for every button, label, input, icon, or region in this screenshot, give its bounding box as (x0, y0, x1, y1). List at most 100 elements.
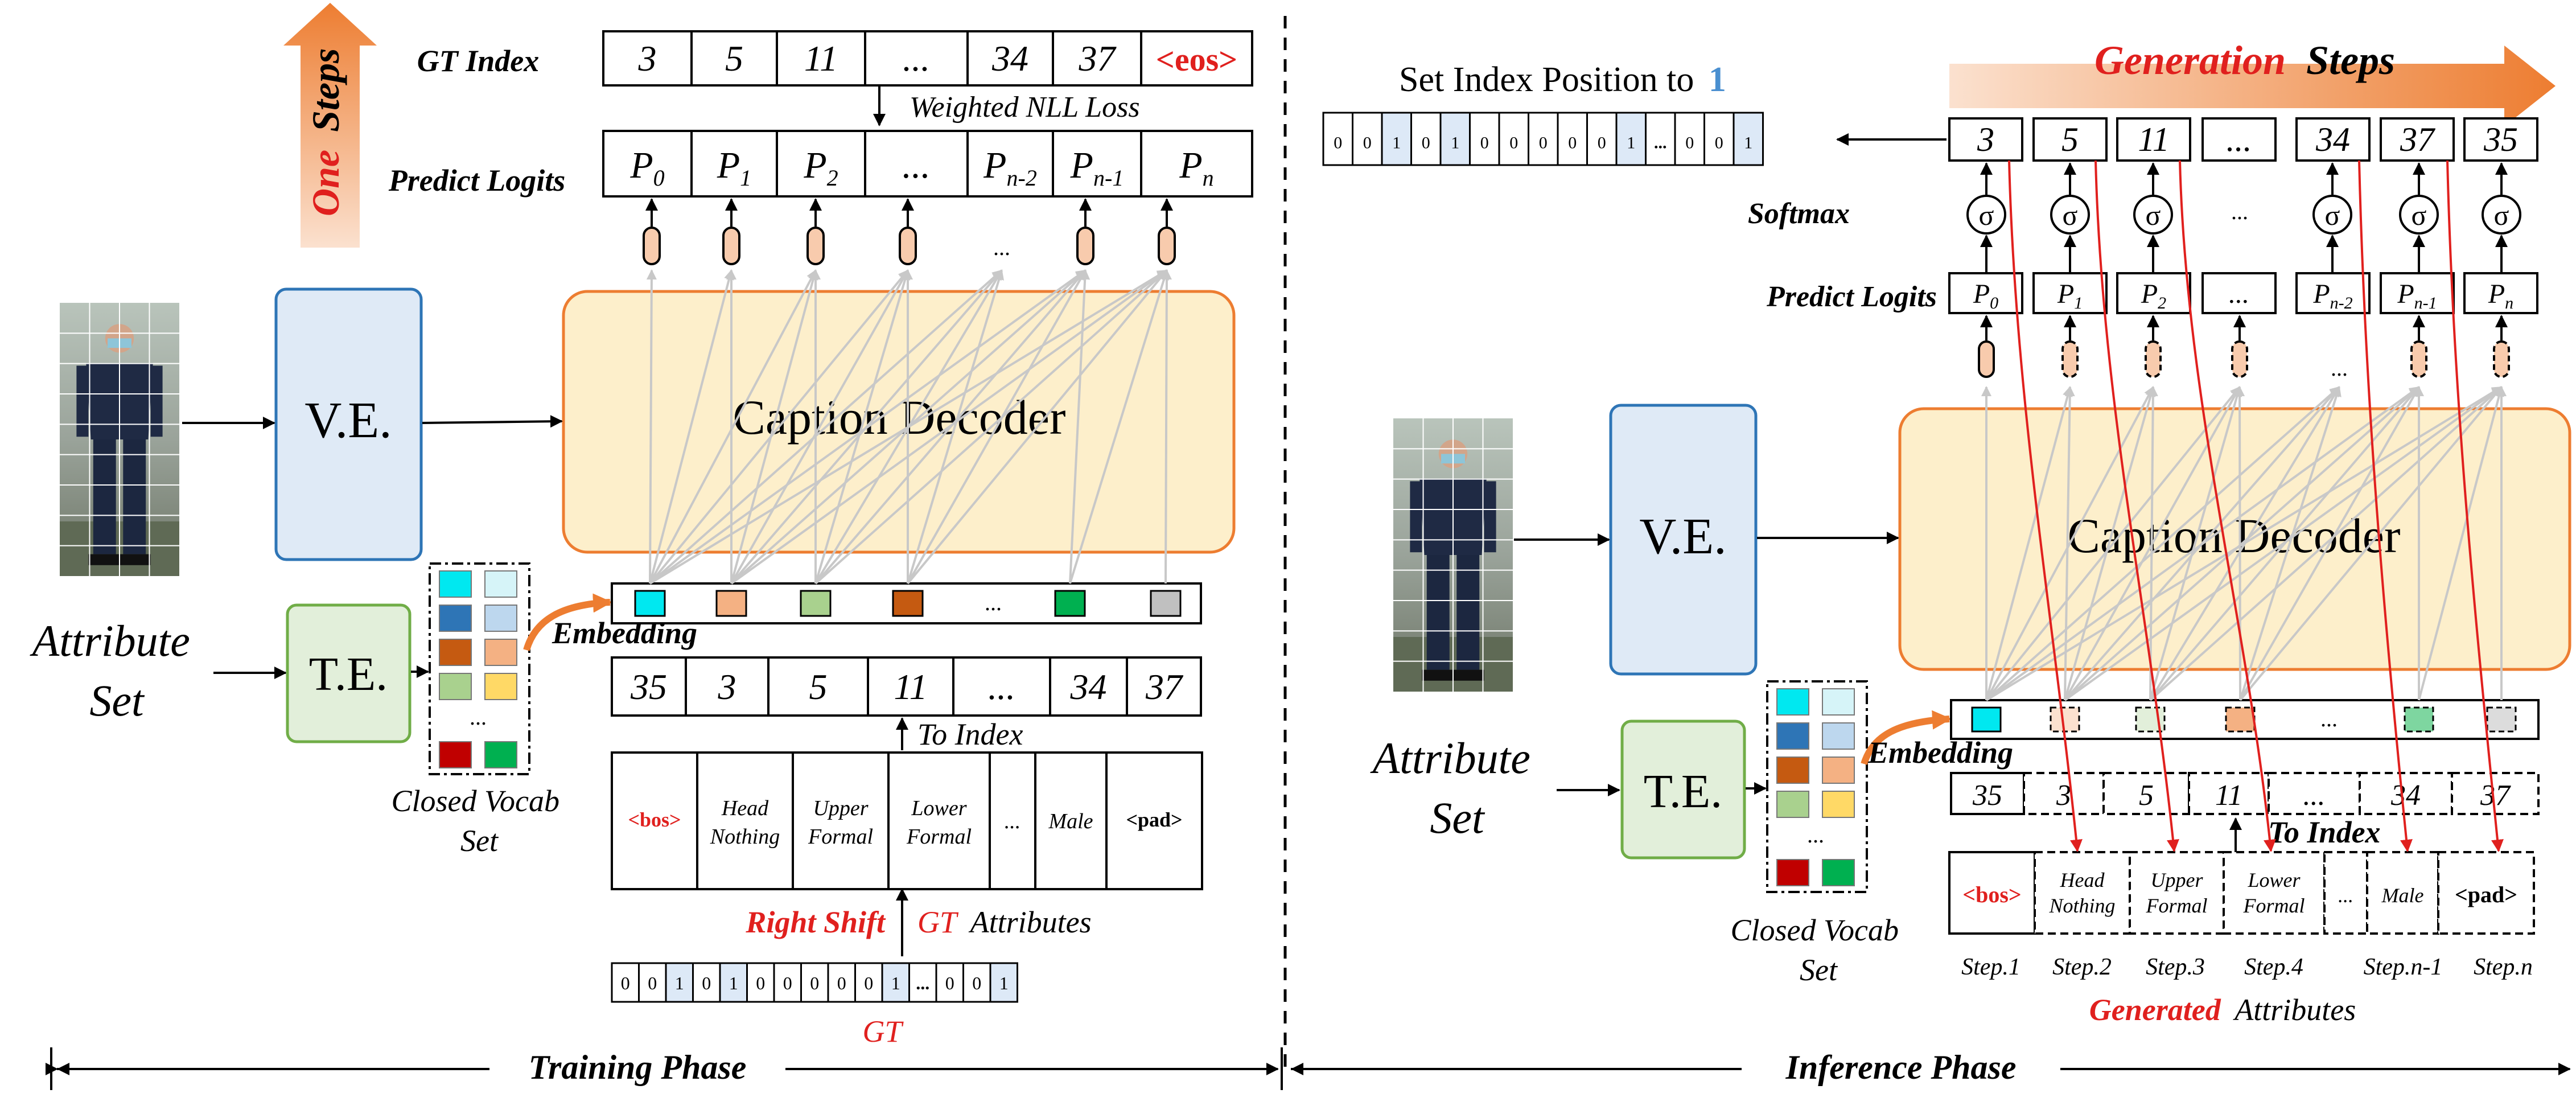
vocab-token (1776, 791, 1809, 818)
person-right-arm (150, 365, 163, 437)
closed-vocab-label-inference: Closed Vocab Set (1731, 913, 1907, 987)
predict-logits-label: Predict Logits (388, 163, 565, 198)
attribute-cell-inference (2323, 851, 2368, 935)
set-index-cell (1381, 112, 1412, 166)
vocab-token (484, 741, 517, 768)
set-index-value: 1 (1744, 134, 1752, 153)
input-index-value: 11 (894, 667, 927, 707)
gt-index-value: 37 (1079, 38, 1117, 79)
embedding-curve (523, 593, 612, 651)
logit-cell-inference (2463, 272, 2538, 314)
vocab-token (439, 673, 472, 700)
logit-cap (806, 227, 825, 265)
logit-value-inference: P0 (1973, 279, 1998, 313)
closed-vocab-grid: ... (439, 570, 517, 768)
step-label: Step.n (2474, 954, 2533, 980)
logit-cell (1052, 130, 1142, 198)
sigma-symbol: σ (2146, 199, 2161, 231)
caps-ellipsis-inference: ... (2331, 355, 2348, 381)
logit-cap (722, 227, 740, 265)
gt-binary-cell (800, 962, 829, 1003)
generated-index-cell (2201, 117, 2277, 162)
set-index-cell (1498, 112, 1529, 166)
gt-binary-value: 1 (675, 973, 684, 993)
generated-index-cell (2032, 117, 2108, 162)
gt-index-value: 5 (725, 38, 743, 79)
set-index-value: 0 (1480, 134, 1489, 153)
input-index-cell (867, 656, 954, 717)
text-encoder-label: T.E. (309, 648, 388, 701)
attribute-set-label: Attribute Set (30, 616, 201, 725)
attribute-set-label-inference: Attribute Set (1370, 733, 1542, 842)
gt-caption: GT (862, 1014, 904, 1049)
gt-index-cell (776, 30, 866, 87)
logit-cap-inference (2231, 340, 2248, 378)
sigma-node (2050, 195, 2090, 235)
person-right-leg (1456, 555, 1480, 670)
input-index-cell-inference (2188, 772, 2270, 815)
set-index-value: 0 (1598, 134, 1606, 153)
set-index-value: ... (1654, 134, 1667, 153)
gt-binary-value: 0 (837, 973, 846, 993)
input-index-value: 35 (630, 667, 667, 707)
text-encoder-box (286, 603, 411, 743)
sigma-symbol: σ (2412, 199, 2427, 231)
vocab-token (1822, 757, 1855, 784)
gt-binary-cell (989, 962, 1018, 1003)
logit-cell-inference (2116, 272, 2191, 314)
gt-index-label: GT Index (417, 44, 540, 78)
gt-index-value: 34 (991, 38, 1028, 79)
generated-index-value: 3 (1977, 121, 1994, 158)
attribute-cell-inference (2034, 851, 2131, 935)
input-index-cell-inference (2023, 772, 2105, 815)
logit-value-inference: Pn-2 (2312, 279, 2352, 313)
to-index-label: To Index (917, 717, 1023, 751)
gt-binary-value: ... (916, 973, 929, 993)
gt-binary-cell (665, 962, 694, 1003)
inference-phase-arrowhead-left (1291, 1063, 1303, 1075)
logit-cap-inference (2493, 340, 2510, 378)
generation-steps-arrow (1949, 46, 2556, 126)
embedding-ellipsis-inference: ... (2320, 706, 2338, 731)
attribute-cell (887, 751, 991, 890)
attribute-cell-inference (2223, 851, 2326, 935)
attribute-cell (696, 751, 794, 890)
person-left-leg (93, 439, 116, 554)
photo-patch-grid (60, 303, 179, 576)
vocab-token (484, 605, 517, 632)
training-phase-arrowhead-left (57, 1063, 69, 1075)
logit-value-inference: Pn-1 (2397, 279, 2437, 313)
input-index-value: 5 (809, 667, 828, 707)
input-index-cell (611, 656, 687, 717)
logit-cell (1140, 130, 1253, 198)
ve-to-decoder-arrow (422, 415, 563, 428)
logit-value: P2 (803, 145, 838, 191)
vocab-ellipsis: ... (1807, 822, 1824, 848)
sigma-node (1966, 195, 2006, 235)
generated-index-cell (2295, 117, 2371, 162)
gt-index-value: <eos> (1156, 41, 1237, 78)
generated-index-cell (2380, 117, 2455, 162)
visual-encoder-label-inference: V.E. (1639, 508, 1726, 565)
right-shift-label: Right Shift (745, 905, 886, 939)
logit-cell-inference (1948, 272, 2023, 314)
gt-binary-cell (692, 962, 721, 1003)
embedding-curve-inference (1861, 710, 1952, 765)
logit-value: P1 (717, 145, 751, 191)
set-index-value: 1 (1627, 134, 1635, 153)
sigma-symbol: σ (1979, 199, 1994, 231)
attribute-cell (989, 751, 1036, 890)
generated-index-value: 37 (2400, 121, 2436, 158)
embedding-token-inference (2050, 706, 2080, 733)
logit-cell (776, 130, 866, 198)
vocab-token (1776, 688, 1809, 716)
step-label: Step.3 (2146, 954, 2205, 980)
gt-binary-value: 0 (756, 973, 765, 993)
person-left-arm (1410, 481, 1422, 553)
logit-cell (602, 130, 693, 198)
closed-vocab-grid-inference: ... (1776, 688, 1855, 886)
logit-cap (1158, 227, 1176, 265)
